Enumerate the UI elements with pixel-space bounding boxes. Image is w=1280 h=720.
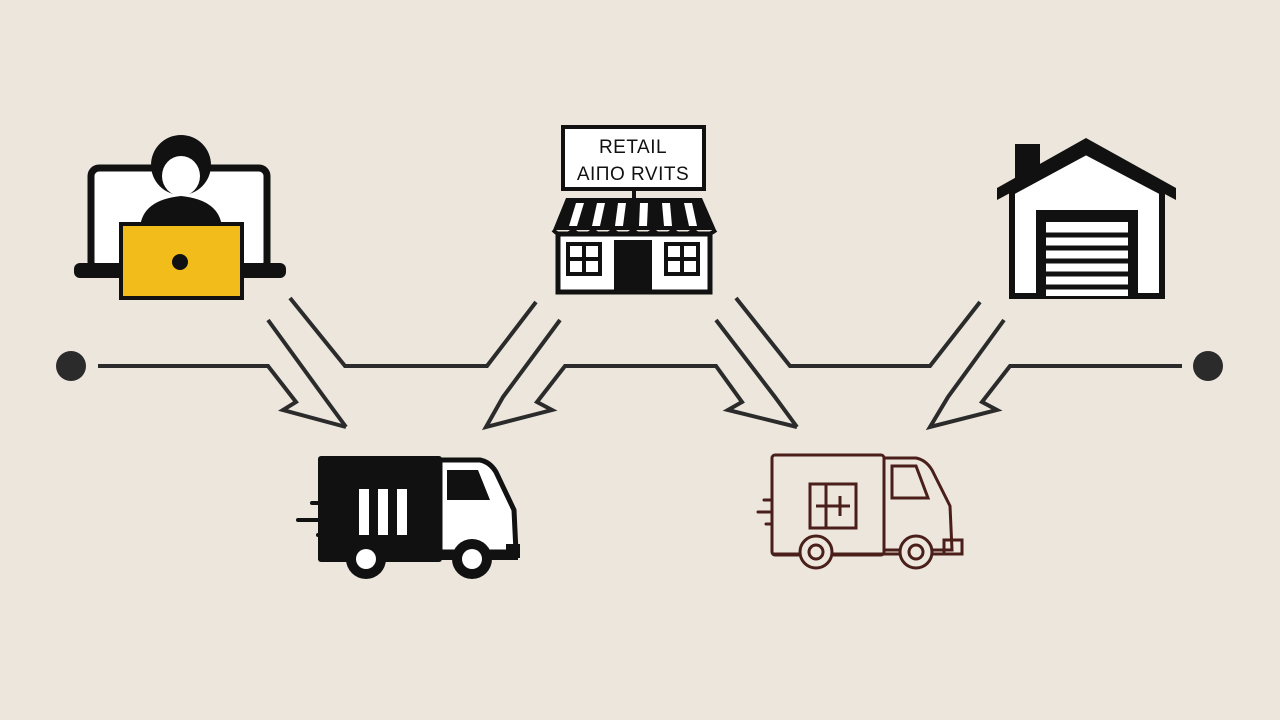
warehouse-to-van-arrow	[925, 318, 1182, 431]
store-sign-line1: RETAIL	[599, 137, 667, 158]
store-sign	[561, 125, 706, 191]
laptop-to-van-arrow-inner	[266, 318, 348, 429]
right-endpoint-dot	[1193, 351, 1223, 381]
store-sign-line2: AIΠO RVITS	[577, 164, 689, 185]
left-feed-line	[98, 364, 347, 429]
warehouse-garage-icon	[997, 138, 1176, 299]
store-to-left-van-arrow	[481, 318, 798, 431]
person-at-laptop-icon	[74, 135, 286, 300]
laptop-to-van-arrow	[288, 296, 538, 368]
left-endpoint-dot	[56, 351, 86, 381]
flow-lines	[56, 296, 1223, 431]
solid-delivery-van-icon	[296, 456, 520, 579]
store-to-right-van-arrow-inner	[714, 318, 799, 429]
retail-storefront-icon: RETAIL AIΠO RVITS	[551, 125, 718, 295]
store-to-right-van-arrow	[734, 296, 982, 368]
outline-delivery-van-icon	[756, 453, 964, 570]
